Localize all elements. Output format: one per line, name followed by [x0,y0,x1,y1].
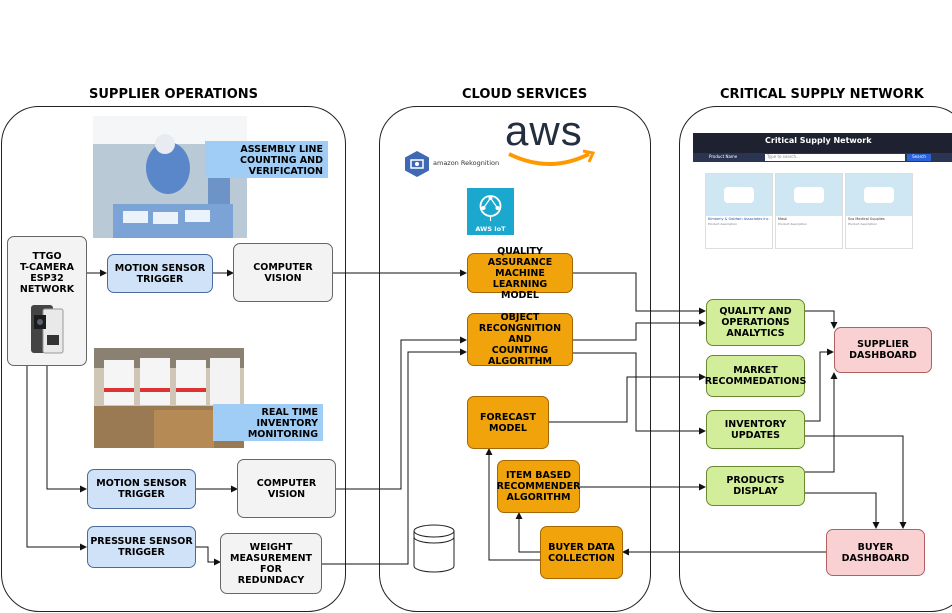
arrow-quality-to-supplier [805,310,838,329]
esp32-board-icon [31,305,64,354]
item-recommender-box: ITEM BASED RECOMMENDER ALGORITHM [497,460,580,513]
critical-supply-network-panel [679,106,952,612]
products-display-box: PRODUCTS DISPLAY [706,466,805,506]
critical-supply-network-title: CRITICAL SUPPLY NETWORK [720,87,924,102]
arrow-qa-to-quality [573,272,706,315]
aws-logo: aws [505,108,600,174]
rekognition-logo: amazon Rekognition [403,150,503,180]
assembly-line-label: ASSEMBLY LINE COUNTING AND VERIFICATION [205,141,328,178]
iot-icon [479,195,502,221]
cloud-services-panel [379,106,651,612]
mask-image [846,174,912,216]
arrow-device-to-motion2 [46,366,87,493]
aws-iot-logo: AWS IoT [467,188,514,235]
card-3-name: Sco Medical Supplies [848,217,885,221]
card-2-name: Mask [778,217,788,221]
product-card-3: Sco Medical Supplies Product description [845,173,913,249]
computer-vision-box-2: COMPUTER VISION [237,459,336,518]
arrow-forecast-to-market [549,373,706,423]
weight-measurement-box: WEIGHT MEASUREMENT FOR REDUNDACY [220,533,322,594]
inventory-monitoring-label: REAL TIME INVENTORY MONITORING [213,404,323,441]
inventory-updates-box: INVENTORY UPDATES [706,410,805,449]
ttgo-device-box: TTGO T-CAMERA ESP32 NETWORK [7,236,87,366]
cloud-services-title: CLOUD SERVICES [462,87,588,102]
arrow-weight-to-object [322,348,467,565]
product-card-1: Kimberly & Goldwin Associates Inc. Produ… [705,173,773,249]
pressure-sensor-trigger-box: PRESSURE SENSOR TRIGGER [87,526,196,568]
arrow-inventory-to-supplier [805,348,834,422]
card-1-name: Kimberly & Goldwin Associates Inc. [708,217,770,221]
card-2-sub: Product description [778,222,808,226]
quality-analytics-box: QUALITY AND OPERATIONS ANALYTICS [706,299,805,346]
computer-vision-box-1: COMPUTER VISION [233,243,333,302]
rekognition-wordmark: amazon Rekognition [433,159,500,167]
screenshot-title: Critical Supply Network [765,136,872,145]
iot-wordmark: AWS IoT [475,225,506,233]
arrow-products-to-buyer [805,492,880,529]
arrow-device-to-pressure [26,366,87,551]
mask-image [776,174,842,216]
arrow-buyerdata-to-forecast [485,448,540,561]
arrow-pressure-to-weight [196,546,221,566]
arrow-cv2-to-object [336,336,467,490]
qa-ml-model-box: QUALITY ASSURANCE MACHINE LEARNING MODEL [467,246,573,301]
motion-sensor-trigger-box-2: MOTION SENSOR TRIGGER [87,469,196,509]
motion-sensor-trigger-box-1: MOTION SENSOR TRIGGER [107,254,213,293]
buyer-dashboard-box: BUYER DASHBOARD [826,529,925,576]
screenshot-dropdown: Product Name [709,154,738,159]
screenshot-search-button: Search [907,154,931,161]
supplier-operations-panel [1,106,346,612]
device-label: TTGO T-CAMERA ESP32 NETWORK [19,251,75,295]
arrow-inventory-to-buyer [805,435,907,529]
arrow-buyerdata-to-item [515,512,540,553]
database-icon [413,524,455,573]
object-recognition-box: OBJECT RECONGNITION AND COUNTING ALGORIT… [467,312,573,367]
screenshot-search-input: Type to search... [765,154,905,161]
card-3-sub: Product description [848,222,878,226]
forecast-model-box: FORECAST MODEL [467,396,549,449]
market-recommendations-box: MARKET RECOMMEDATIONS [705,355,806,397]
rekognition-icon [405,151,429,177]
arrow-products-to-supplier [805,372,838,473]
supplier-operations-title: SUPPLIER OPERATIONS [89,87,259,102]
screenshot-search-bar: Product Name Type to search... Search [693,153,952,162]
buyer-data-collection-box: BUYER DATA COLLECTION [540,526,623,579]
product-card-2: Mask Product description [775,173,843,249]
card-1-sub: Product description [708,222,738,226]
supplier-dashboard-box: SUPPLIER DASHBOARD [834,327,932,373]
arrow-object-to-quality [573,319,706,341]
supply-network-screenshot: Critical Supply Network Product Name Typ… [693,133,952,263]
mask-image [706,174,772,216]
aws-smile-icon [508,149,596,166]
aws-wordmark: aws [505,107,583,154]
arrow-object-to-inventory [573,352,706,435]
